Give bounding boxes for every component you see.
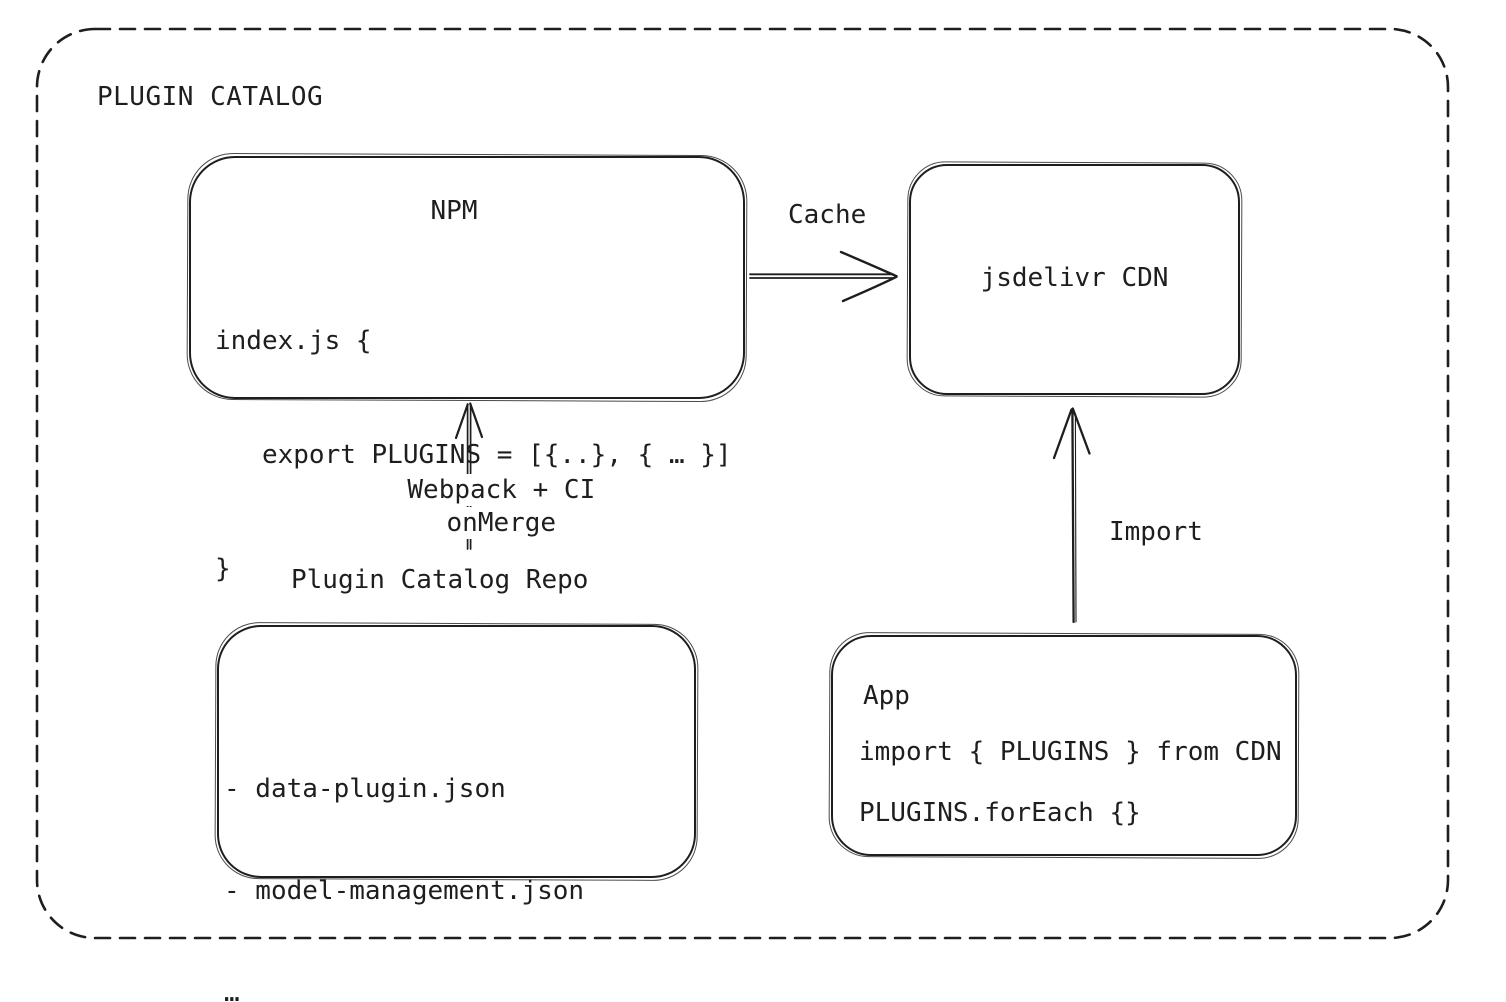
npm-node [189,156,745,399]
cache-arrowhead [839,250,898,278]
app-node [831,635,1297,856]
import-arrow [1052,407,1091,624]
build-arrow-label-line2: onMerge [440,507,563,539]
repo-file-item: - model-management.json [224,876,585,906]
app-title: App [863,681,910,711]
cache-arrow-label: Cache [788,200,867,230]
repo-node [217,625,696,878]
import-arrow-label: Import [1109,517,1203,547]
npm-code-line: } [215,554,231,584]
build-arrow-label-line1: Webpack + CI [401,474,602,506]
repo-label: Plugin Catalog Repo [291,565,589,595]
cdn-node [909,164,1240,395]
app-code-line: PLUGINS.forEach {} [859,798,1141,828]
frame-title: PLUGIN CATALOG [97,82,324,112]
cdn-label: jsdelivr CDN [980,263,1169,293]
npm-code-line: index.js { [215,326,372,356]
repo-file-item: … [224,978,240,1002]
plugin-catalog-frame-border [35,27,1450,940]
app-code-line: import { PLUGINS } from CDN [859,737,1282,767]
npm-title: NPM [430,196,478,226]
build-arrowhead [454,403,469,440]
cache-arrow [749,250,898,303]
import-arrowhead [1052,408,1073,460]
repo-file-item: - data-plugin.json [224,774,506,804]
npm-code-line: export PLUGINS = [{..}, { … }] [215,440,732,470]
